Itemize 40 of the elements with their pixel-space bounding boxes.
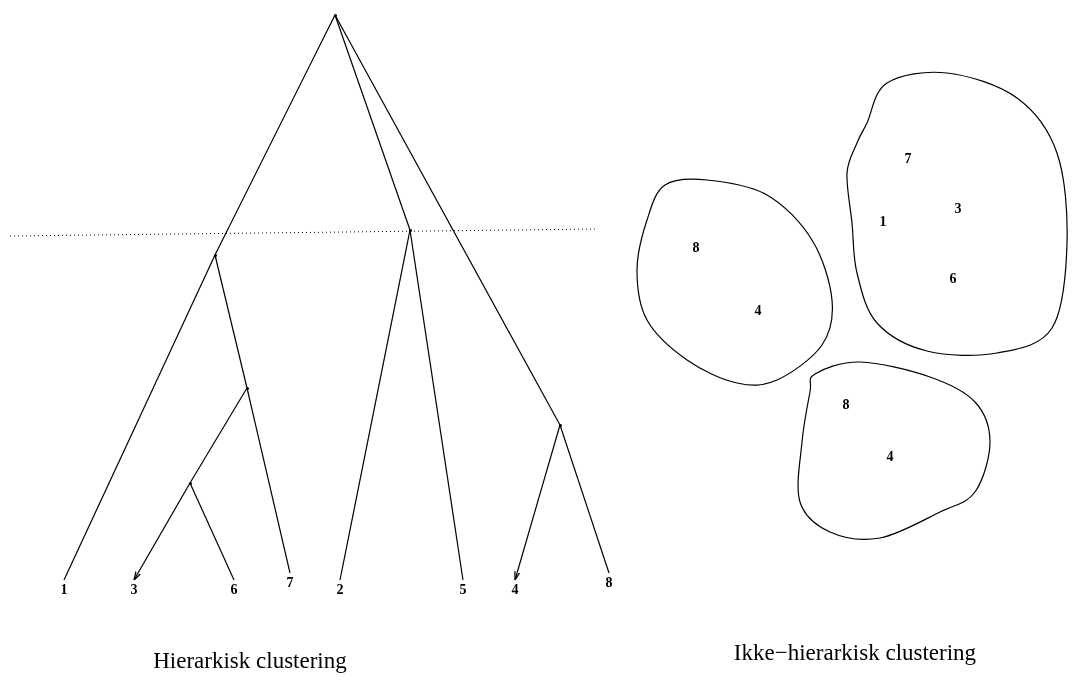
tree-branch — [339, 229, 411, 581]
leaf-label: 2 — [332, 582, 348, 598]
tree-branch — [214, 14, 336, 256]
caption: Hierarkisk clustering — [153, 648, 347, 674]
branch-point — [333, 13, 337, 17]
tree-branch — [63, 254, 216, 581]
branch-point — [408, 228, 412, 232]
item-number: 1 — [878, 214, 888, 230]
caption: Ikke−hierarkisk clustering — [733, 640, 977, 666]
leaf-label: 6 — [226, 582, 242, 598]
branch-point — [558, 423, 562, 427]
tree-branch — [214, 254, 248, 389]
item-number: 6 — [948, 271, 958, 287]
tree-branch — [514, 424, 561, 581]
leaf-label: 7 — [282, 575, 298, 591]
tree-branch — [189, 387, 248, 484]
leaf-label: 8 — [601, 575, 617, 591]
item-number: 4 — [753, 303, 763, 319]
item-number: 4 — [885, 449, 895, 465]
cluster-outline — [637, 180, 833, 385]
item-number: 8 — [841, 397, 851, 413]
tree-branch — [246, 387, 291, 574]
tree-branch — [133, 482, 191, 581]
branch-point — [213, 253, 217, 257]
tree-branch — [334, 14, 561, 426]
leaf-label: 1 — [56, 582, 72, 598]
tree-branch — [334, 14, 411, 231]
cluster-outline — [847, 73, 1068, 358]
cluster-outline — [800, 362, 992, 540]
item-number: 3 — [953, 201, 963, 217]
leaf-label: 3 — [126, 582, 142, 598]
branch-point — [245, 386, 249, 390]
item-number: 7 — [903, 151, 913, 167]
leaf-label: 5 — [455, 582, 471, 598]
item-number: 8 — [691, 240, 701, 256]
leaf-label: 4 — [507, 582, 523, 598]
tree-branch — [409, 229, 464, 581]
branch-point — [188, 481, 192, 485]
tree-branch — [189, 482, 235, 581]
tree-branch — [559, 424, 610, 574]
